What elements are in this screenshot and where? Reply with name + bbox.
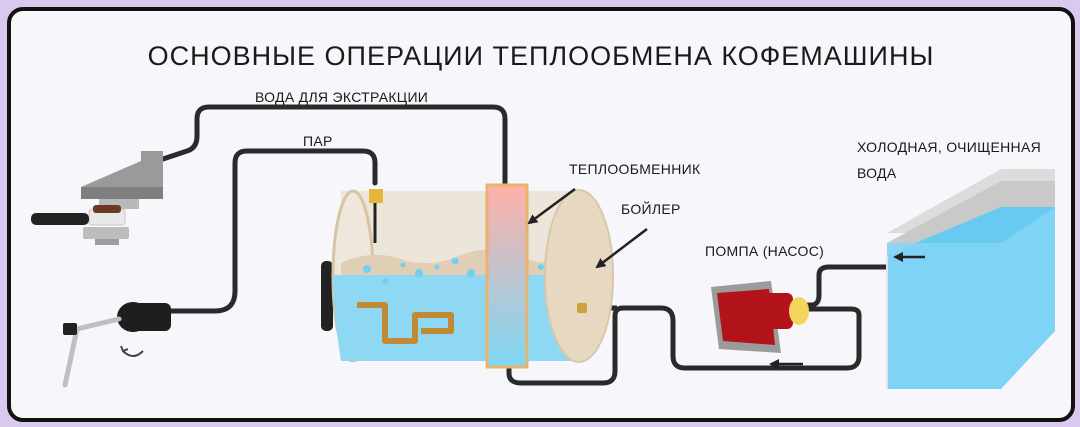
steam-wand <box>62 302 171 388</box>
group-head <box>81 151 163 209</box>
extraction-water-pipe <box>160 104 508 186</box>
boiler-label: БОЙЛЕР <box>621 201 681 217</box>
coffee-machine-diagram <box>31 104 1055 389</box>
return-pipe <box>506 305 862 386</box>
pump-label: ПОМПА (НАСОС) <box>705 243 825 259</box>
diagram-panel: ОСНОВНЫЕ ОПЕРАЦИИ ТЕПЛООБМЕНА КОФЕМАШИНЫ <box>7 7 1075 422</box>
cold-water-label-line2: ВОДА <box>857 165 897 181</box>
heat-exchanger-label: ТЕПЛООБМЕННИК <box>569 161 701 177</box>
heat-exchanger-arrow <box>527 187 576 225</box>
cold-water-label-line1: ХОЛОДНАЯ, ОЧИЩЕННАЯ <box>857 139 1042 155</box>
heat-exchanger <box>485 183 529 369</box>
steam-label: ПАР <box>303 133 333 149</box>
boiler-arrow <box>595 228 648 269</box>
water-tank <box>886 169 1055 389</box>
extraction-water-label: ВОДА ДЛЯ ЭКСТРАКЦИИ <box>255 89 429 105</box>
boiler <box>321 189 614 363</box>
diagram-title: ОСНОВНЫЕ ОПЕРАЦИИ ТЕПЛООБМЕНА КОФЕМАШИНЫ <box>147 41 935 71</box>
pump <box>711 281 809 353</box>
portafilter <box>31 205 129 245</box>
steam-pipe <box>168 148 378 314</box>
